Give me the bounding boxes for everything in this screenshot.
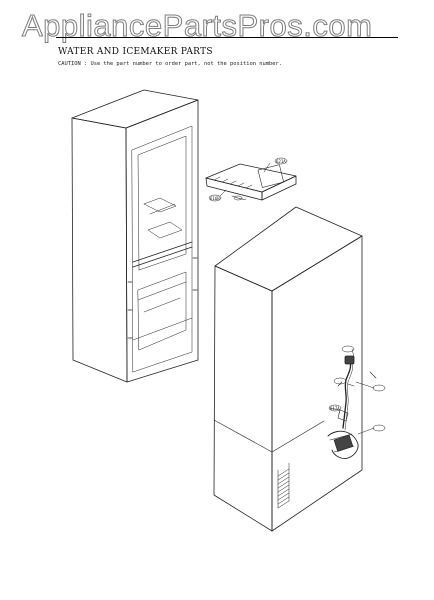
cabinet-liner — [131, 125, 193, 373]
icemaker-assembly — [205, 162, 297, 201]
cabinet-front — [125, 99, 199, 383]
rear-top — [214, 206, 363, 292]
caution-note: CAUTION : Use the part number to order p… — [58, 61, 282, 67]
vent-grille — [277, 462, 290, 509]
callout-label: 617A — [330, 406, 340, 411]
callout-bubble — [208, 194, 222, 202]
callout-bubble — [372, 384, 386, 392]
diagram-title: WATER AND ICEMAKER PARTS — [58, 47, 213, 57]
left-cabinet — [71, 89, 199, 383]
cabinet-side — [71, 117, 128, 383]
callout-bubble — [328, 404, 342, 412]
callout-label: 616B — [210, 196, 220, 201]
callout-bubble — [341, 345, 355, 353]
callout-bubble — [274, 157, 288, 165]
water-line-assembly — [327, 355, 359, 459]
header-rule — [56, 37, 398, 38]
callout-bubble — [372, 424, 386, 432]
right-cabinet — [213, 206, 363, 532]
callout-label: 621A — [276, 159, 286, 164]
rear-back — [271, 235, 363, 532]
callout-bubble — [333, 377, 347, 385]
rear-side — [213, 265, 273, 532]
cabinet-top — [71, 89, 199, 129]
